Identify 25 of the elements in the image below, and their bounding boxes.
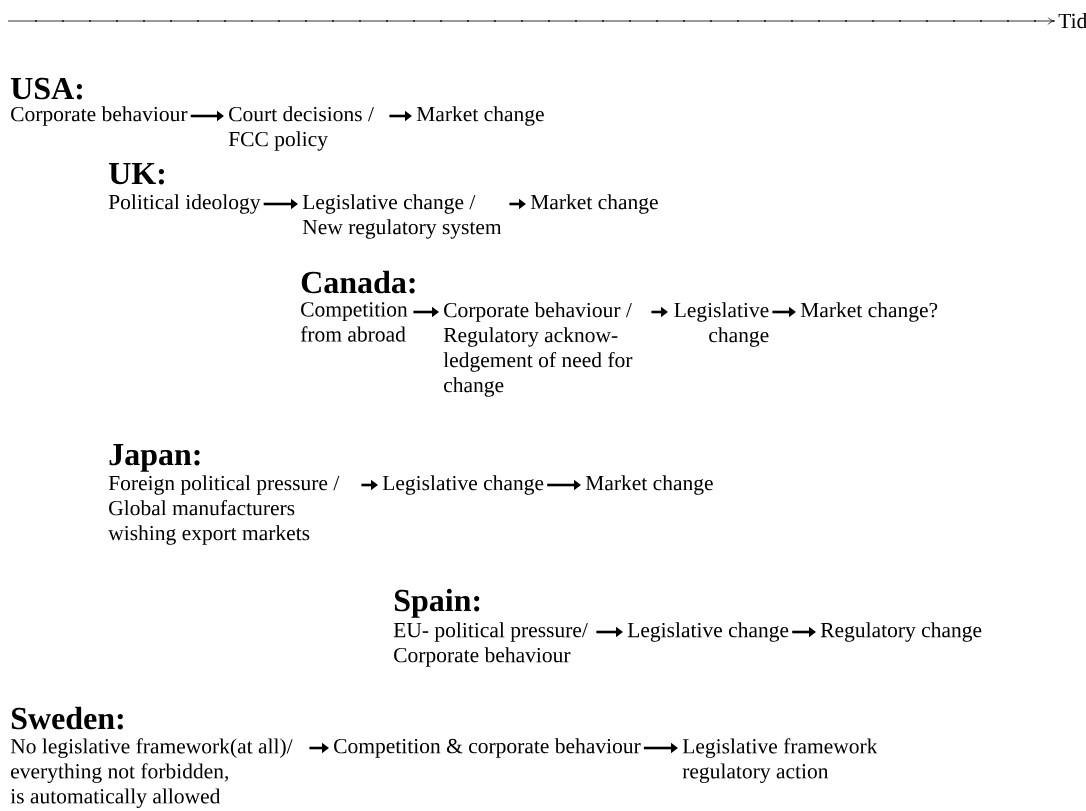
step-text: Legislative change	[382, 475, 544, 495]
step-text: Market change	[530, 194, 658, 214]
step-text: Legislative change / New regulatory system	[302, 194, 502, 239]
step-text: Market change	[416, 106, 544, 126]
country-heading: Canada:	[301, 270, 415, 294]
step-text: Market change?	[800, 302, 938, 322]
step-text: Political ideology	[108, 194, 261, 214]
step-text: Court decisions / FCC policy	[228, 106, 374, 151]
step-text: Legislative change	[627, 622, 789, 642]
country-heading: USA:	[11, 77, 82, 100]
step-text: No legislative framework(at all)/ everything not forbidden, is automatically allowed	[10, 738, 293, 808]
country-heading: Spain:	[394, 588, 480, 618]
step-text: Corporate behaviour	[11, 106, 188, 126]
step-text: Competition & corporate behaviour	[334, 738, 641, 758]
country-heading: UK:	[109, 163, 164, 185]
step-text: Foreign political pressure / Global manufacturers wishing export markets	[108, 475, 340, 545]
step-text: Regulatory change	[820, 622, 982, 642]
country-heading: Japan:	[109, 444, 200, 472]
step-text: Corporate behaviour / Regulatory acknow- ledgement of need for change	[443, 302, 633, 397]
step-text: EU- political pressure/ Corporate behaviour	[393, 622, 588, 667]
step-text: Legislative change	[674, 302, 769, 347]
country-heading: Sweden:	[11, 706, 123, 730]
step-text: Legislative framework regulatory action	[682, 738, 878, 783]
step-text: Market change	[585, 475, 713, 495]
step-text: Competition from abroad	[300, 302, 408, 342]
